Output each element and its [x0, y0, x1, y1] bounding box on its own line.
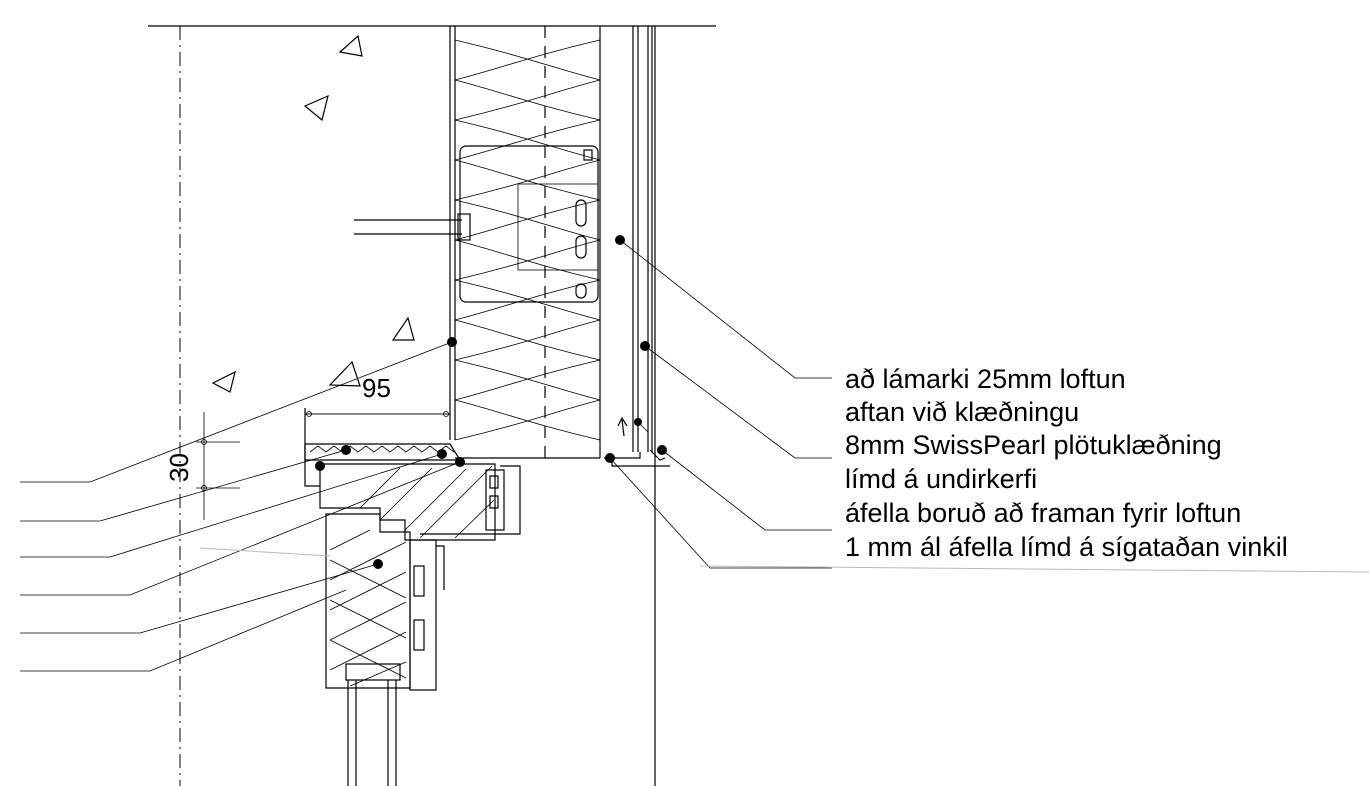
- concrete-hatching: [211, 34, 415, 393]
- dimension-width-label: 95: [362, 373, 391, 403]
- window-frame: [319, 463, 521, 541]
- annotation-line-6: 1 mm ál áfella límd á sígataðan vinkil: [845, 532, 1288, 562]
- scan-noise: [199, 547, 1369, 573]
- insulation-layer: [454, 26, 601, 458]
- right-leader-dots: [605, 235, 667, 463]
- annotation-line-1: að lámarki 25mm loftun: [845, 364, 1126, 394]
- dimension-height-label: 30: [164, 453, 194, 482]
- annotation-line-3: 8mm SwissPearl plötuklæðning: [845, 430, 1222, 460]
- window-sash: [325, 513, 445, 786]
- dimension-95: 95: [305, 373, 450, 417]
- annotation-line-4: límd á undirkerfi: [845, 464, 1037, 494]
- annotation-line-5: áfella boruð að framan fyrir loftun: [845, 498, 1241, 528]
- annotation-labels: að lámarki 25mm loftun aftan við klæðnin…: [845, 364, 1288, 562]
- cladding-panel: [604, 26, 670, 467]
- annotation-line-2: aftan við klæðningu: [845, 397, 1079, 427]
- right-leader-lines: [609, 239, 832, 569]
- dimension-30: 30: [164, 412, 240, 520]
- cladding-bracket: [459, 145, 599, 303]
- left-leader-lines: [20, 341, 461, 672]
- anchor-bolt: [354, 213, 471, 241]
- left-leader-dots: [315, 337, 465, 569]
